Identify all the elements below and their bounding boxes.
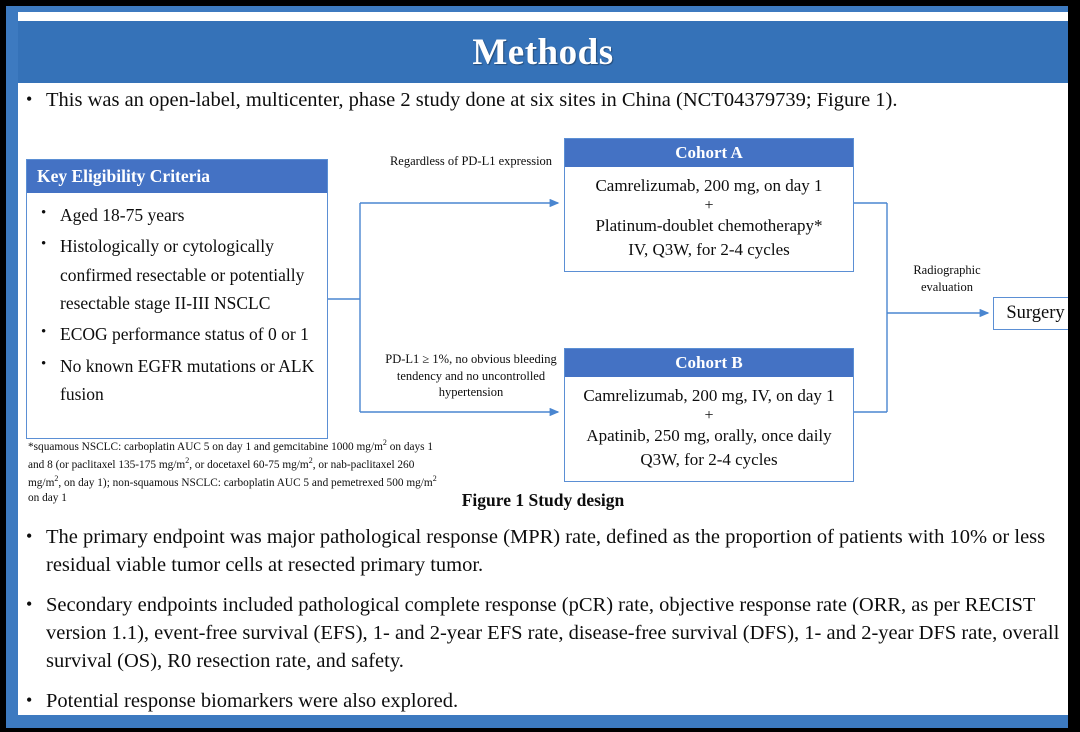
endpoints-bullet-list: • The primary endpoint was major patholo…: [26, 524, 1061, 725]
bullet-marker-icon: •: [26, 594, 33, 615]
cohort-b-body: Camrelizumab, 200 mg, IV, on day 1 + Apa…: [565, 377, 853, 472]
eligibility-box-header: Key Eligibility Criteria: [27, 160, 327, 193]
eligibility-item-text: Aged 18-75 years: [60, 205, 185, 225]
cohort-b-line2: Apatinib, 250 mg, orally, once daily: [586, 426, 832, 446]
cohort-a-line3: IV, Q3W, for 2-4 cycles: [628, 240, 790, 260]
bottom-accent-strip: [18, 715, 1068, 725]
cohort-b-line1: Camrelizumab, 200 mg, IV, on day 1: [583, 386, 835, 405]
bullet-marker-icon: •: [26, 690, 33, 711]
cohort-a-line2: Platinum-doublet chemotherapy*: [595, 216, 823, 236]
bullet-marker-icon: •: [41, 324, 47, 341]
intro-bullet: • This was an open-label, multicenter, p…: [26, 87, 1061, 115]
slide-blue-rim: Methods • This was an open-label, multic…: [6, 6, 1068, 728]
connector-label-pdl1: PD-L1 ≥ 1%, no obvious bleeding tendency…: [385, 352, 557, 399]
list-item: • Potential response biomarkers were als…: [26, 688, 1061, 716]
cohort-a-box: Cohort A Camrelizumab, 200 mg, on day 1 …: [564, 138, 854, 272]
connector-label-regardless: Regardless of PD-L1 expression: [389, 154, 553, 168]
primary-endpoint-text: The primary endpoint was major pathologi…: [46, 526, 1046, 576]
bullet-marker-icon: •: [41, 355, 47, 372]
cohort-b-line3: Q3W, for 2-4 cycles: [640, 450, 778, 470]
biomarkers-text: Potential response biomarkers were also …: [46, 690, 459, 713]
bullet-marker-icon: •: [26, 526, 33, 546]
connector-label-radiographic: Radiographic evaluation: [913, 263, 981, 294]
list-item: • No known EGFR mutations or ALK fusion: [41, 352, 319, 409]
cohort-a-plus: +: [704, 197, 714, 215]
cohort-b-header: Cohort B: [565, 349, 853, 377]
secondary-endpoints-text: Secondary endpoints included pathologica…: [46, 594, 1060, 672]
cohort-a-line1: Camrelizumab, 200 mg, on day 1: [595, 176, 823, 195]
page-title: Methods: [472, 31, 614, 73]
bullet-marker-icon: •: [26, 89, 33, 109]
list-item: • ECOG performance status of 0 or 1: [41, 320, 319, 348]
cohort-a-header: Cohort A: [565, 139, 853, 167]
eligibility-item-text: No known EGFR mutations or ALK fusion: [60, 355, 315, 405]
list-item: • Aged 18-75 years: [41, 201, 319, 229]
study-design-diagram: Key Eligibility Criteria • Aged 18-75 ye…: [18, 122, 1068, 512]
chemotherapy-footnote: *squamous NSCLC: carboplatin AUC 5 on da…: [28, 438, 437, 505]
list-item: • Secondary endpoints included pathologi…: [26, 592, 1061, 675]
slide-body: Methods • This was an open-label, multic…: [18, 12, 1068, 725]
eligibility-list: • Aged 18-75 years • Histologically or c…: [27, 193, 327, 408]
bullet-marker-icon: •: [41, 236, 47, 253]
surgery-label: Surgery: [1006, 303, 1065, 323]
intro-bullet-text: This was an open-label, multicenter, pha…: [46, 89, 898, 111]
surgery-box: Surgery: [993, 297, 1068, 330]
list-item: • The primary endpoint was major patholo…: [26, 524, 1061, 579]
cohort-a-body: Camrelizumab, 200 mg, on day 1 + Platinu…: [565, 167, 853, 262]
list-item: • Histologically or cytologically confir…: [41, 232, 319, 317]
figure-caption: Figure 1 Study design: [461, 490, 625, 510]
cohort-b-box: Cohort B Camrelizumab, 200 mg, IV, on da…: [564, 348, 854, 482]
eligibility-item-text: ECOG performance status of 0 or 1: [60, 324, 309, 345]
cohort-b-plus: +: [704, 407, 714, 425]
eligibility-item-text: Histologically or cytologically confirme…: [60, 236, 305, 314]
eligibility-criteria-box: Key Eligibility Criteria • Aged 18-75 ye…: [26, 159, 328, 439]
bullet-marker-icon: •: [41, 205, 47, 221]
slide-title-bar: Methods: [18, 21, 1068, 83]
